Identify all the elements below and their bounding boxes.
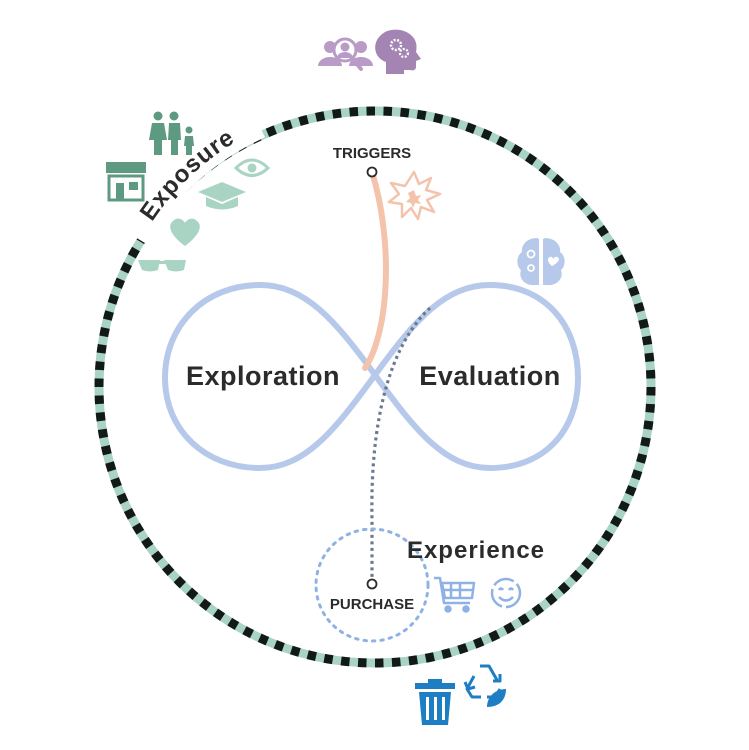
evaluation-label: Evaluation: [419, 361, 561, 391]
purchase-node: [366, 578, 378, 590]
infinity-loop: [161, 281, 582, 472]
brain-icon: [517, 238, 565, 286]
eye-icon: [233, 158, 271, 177]
heart-icon: [170, 218, 200, 246]
smiley-icon: [490, 577, 522, 609]
people-search-icon: [318, 37, 373, 71]
burst-core-icon: [406, 190, 421, 208]
purchase-label: PURCHASE: [330, 596, 414, 613]
shop-icon: [106, 162, 146, 202]
triggers-label: TRIGGERS: [333, 145, 411, 162]
graduation-cap-icon: [198, 182, 246, 210]
leaf-icon: [487, 689, 506, 707]
family-icon: [149, 111, 194, 155]
trigger-path: [362, 169, 389, 371]
recycle-icon: [463, 664, 506, 707]
outer-ring-dashes: [94, 106, 656, 668]
exploration-label: Exploration: [186, 361, 340, 391]
trash-bin-icon: [415, 679, 455, 725]
head-gears-icon: [375, 29, 421, 74]
burst-icon: [387, 170, 442, 221]
trigger-node: [366, 166, 378, 178]
shopping-cart-icon: [434, 576, 476, 613]
purchase-circle: [314, 527, 430, 643]
experience-label: Experience: [407, 537, 545, 564]
sunglasses-icon: [138, 260, 186, 272]
ring-gap: [133, 124, 265, 244]
